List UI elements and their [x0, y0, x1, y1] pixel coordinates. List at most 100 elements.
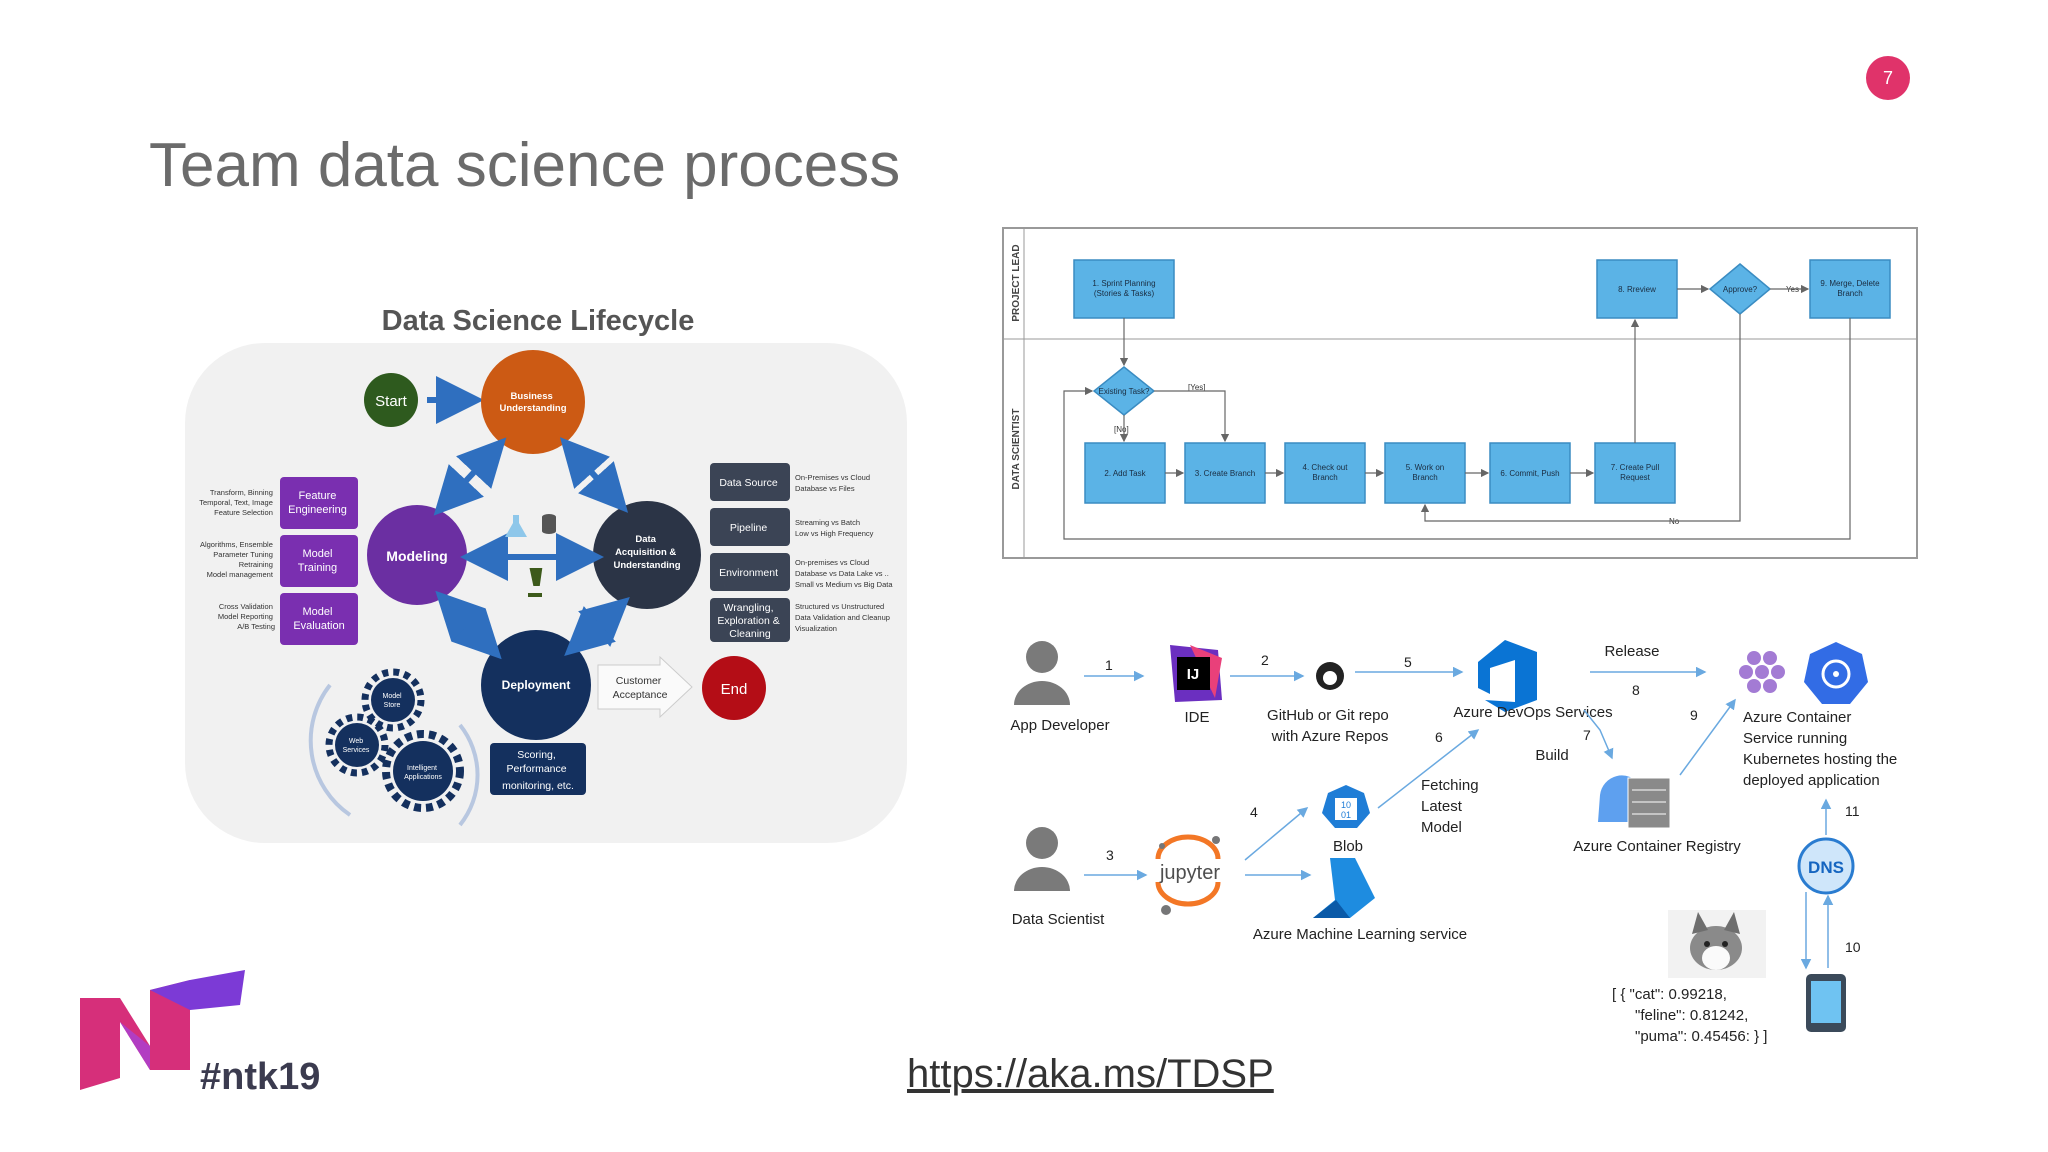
- end-node: [702, 656, 766, 720]
- microscope-icon: [528, 568, 543, 597]
- dns-icon: DNS: [1797, 837, 1855, 895]
- svg-text:9: 9: [1690, 707, 1698, 723]
- svg-text:10: 10: [1341, 800, 1351, 810]
- page-number-badge: 7: [1866, 56, 1910, 100]
- no-bracket-label: [No]: [1114, 425, 1129, 434]
- prediction-output: [ { "cat": 0.99218, "feline": 0.81242, "…: [1612, 986, 1767, 1045]
- flowchart-boxes: [1073, 259, 1891, 504]
- ntk-logo: [80, 970, 245, 1090]
- cat-photo: [1668, 910, 1766, 978]
- blob-label: Blob: [1333, 838, 1363, 855]
- gear-labels: Model Store Web Services Intelligent App…: [343, 693, 443, 781]
- modeling-node: [367, 505, 467, 605]
- svg-text:Data Source Pipeline: Data Source Pipeline Environment Wrangli…: [717, 477, 782, 640]
- business-understanding-node: [481, 350, 585, 454]
- kubernetes-icon: [1804, 642, 1868, 704]
- customer-acceptance-arrow: [597, 655, 693, 719]
- container-registry-icon: [1598, 775, 1671, 829]
- svg-text:IJ: IJ: [1187, 666, 1200, 683]
- step-numbers: 1 2 3 4 5 6 7 8 9 10 11: [1105, 652, 1861, 955]
- azure-ml-icon: [1313, 858, 1375, 918]
- svg-text:5: 5: [1404, 654, 1412, 670]
- github-label: GitHub or Git repo with Azure Repos: [1267, 707, 1393, 745]
- phone-icon: [1806, 974, 1846, 1032]
- approve-decision: Approve?: [1723, 285, 1758, 294]
- ide-label: IDE: [1184, 709, 1209, 726]
- lane-data-scientist: DATA SCIENTIST: [1011, 409, 1022, 490]
- svg-text:3: 3: [1106, 847, 1114, 863]
- person-icon: [1014, 641, 1070, 891]
- svg-text:Transform, Binning Tempo: Transform, Binning Temporal, Text, Image…: [199, 488, 275, 631]
- modeling-label: Modeling: [386, 548, 447, 564]
- modeling-deployment-arrow: [435, 590, 502, 660]
- database-icon: [542, 514, 556, 534]
- end-label: End: [721, 681, 748, 698]
- business-data-arrow: [559, 437, 629, 513]
- commit-box: 6. Commit, Push: [1500, 469, 1559, 478]
- svg-text:7: 7: [1583, 727, 1591, 743]
- start-node: [364, 373, 418, 427]
- add-task-box: 2. Add Task: [1104, 469, 1146, 478]
- hashtag-label: #ntk19: [200, 1056, 321, 1098]
- deployment-label: Deployment: [502, 678, 571, 692]
- existing-task-decision: Existing Task?: [1099, 387, 1151, 396]
- svg-text:2: 2: [1261, 652, 1269, 668]
- svg-text:6: 6: [1435, 729, 1443, 745]
- deployment-substep: [490, 743, 586, 795]
- jupyter-icon: [1155, 834, 1221, 915]
- release-label: Release: [1604, 643, 1659, 660]
- svg-text:11: 11: [1845, 803, 1860, 819]
- app-developer-label: App Developer: [1010, 717, 1109, 734]
- gear-icon: [325, 668, 464, 812]
- business-modeling-arrow: [433, 437, 507, 516]
- registry-label: Azure Container Registry: [1573, 838, 1741, 855]
- tdsp-link[interactable]: https://aka.ms/TDSP: [907, 1052, 1274, 1096]
- svg-text:4: 4: [1250, 804, 1258, 820]
- azure-devops-icon: [1478, 640, 1537, 712]
- data-deployment-arrow: [564, 596, 630, 657]
- slide-title: Team data science process: [149, 131, 901, 200]
- sprint-planning-box: 1. Sprint Planning(Stories & Tasks): [1092, 279, 1155, 298]
- container-instances-icon: [1739, 651, 1785, 693]
- data-acquisition-node: [593, 501, 701, 609]
- lifecycle-diagram: Data Science Lifecycle Start Business Un…: [185, 305, 907, 843]
- review-box: 8. Rreview: [1618, 285, 1656, 294]
- data-acquisition-substeps: Data Source Pipeline Environment Wrangli…: [710, 463, 895, 642]
- svg-text:10: 10: [1845, 939, 1861, 955]
- svg-text:On-Premises vs Cloud Dat: On-Premises vs Cloud Database vs Files S…: [795, 473, 895, 633]
- data-scientist-label: Data Scientist: [1012, 911, 1105, 928]
- svg-text:Feature Engineering: Feature Engineering Model Training Model…: [288, 490, 350, 632]
- data-acquisition-label: Data Acquisition & Understanding: [613, 534, 680, 571]
- build-arrow: [1583, 709, 1614, 760]
- create-branch-box: 3. Create Branch: [1195, 469, 1255, 478]
- jupyter-label: jupyter: [1159, 862, 1220, 884]
- aml-label: Azure Machine Learning service: [1253, 926, 1467, 943]
- modeling-substeps: Feature Engineering Model Training Model…: [199, 477, 358, 645]
- github-icon: [1316, 662, 1344, 690]
- intellij-icon: IJ: [1170, 645, 1222, 702]
- build-label: Build: [1535, 747, 1568, 764]
- fetching-label: Fetching Latest Model: [1421, 777, 1483, 836]
- svg-text:8: 8: [1632, 682, 1640, 698]
- lane-project-lead: PROJECT LEAD: [1011, 244, 1022, 321]
- svg-text:Scoring, Performance m: Scoring, Performance monitoring, etc.: [502, 749, 574, 792]
- yes-bracket-label: [Yes]: [1188, 383, 1206, 392]
- svg-text:1: 1: [1105, 657, 1113, 673]
- lifecycle-title: Data Science Lifecycle: [382, 305, 695, 337]
- customer-acceptance-label: Customer Acceptance: [613, 675, 668, 701]
- devops-label: Azure DevOps Services: [1453, 704, 1612, 721]
- svg-text:01: 01: [1341, 810, 1351, 820]
- aks-label: Azure Container Service running Kubernet…: [1743, 709, 1901, 789]
- business-understanding-label: Business Understanding: [499, 391, 566, 414]
- deployment-node: [481, 630, 591, 740]
- svg-text:DNS: DNS: [1808, 858, 1844, 877]
- git-workflow-flowchart: PROJECT LEAD DATA SCIENTIST 1. Sprint Pl…: [1002, 227, 1918, 559]
- architecture-diagram: App Developer Data Scientist IJ IDE GitH…: [1010, 640, 1901, 1045]
- start-label: Start: [375, 393, 408, 410]
- lab-flask-icon: [505, 515, 527, 537]
